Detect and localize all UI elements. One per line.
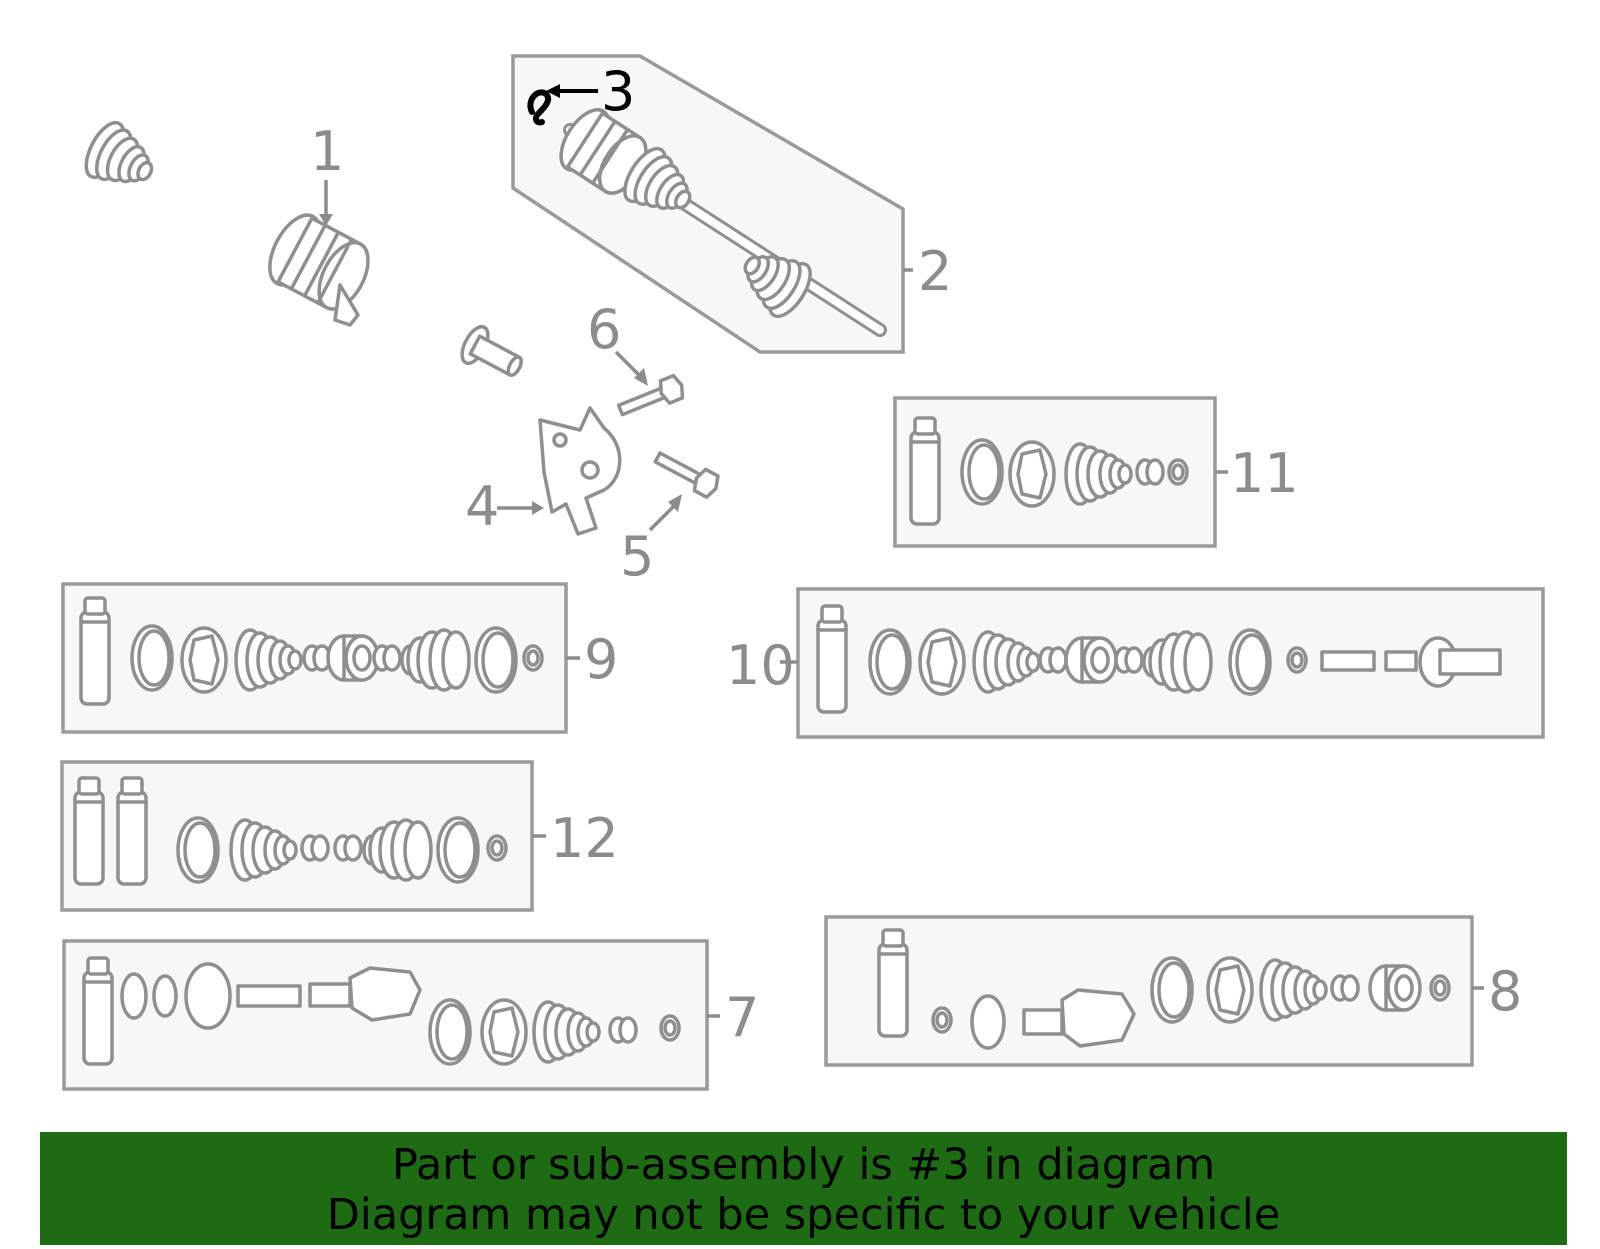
callout-4: 4	[465, 475, 499, 538]
callout-2: 2	[918, 240, 952, 303]
bolt-part-5[interactable]	[652, 447, 722, 499]
callout-12: 12	[550, 807, 619, 870]
bracket-part-4[interactable]	[538, 406, 622, 536]
callout-11: 11	[1230, 442, 1299, 505]
axle-assembly-1[interactable]	[76, 115, 529, 386]
banner-disclaimer-text: Diagram may not be specific to your vehi…	[326, 1190, 1281, 1240]
kit-box-12[interactable]	[60, 760, 534, 912]
callout-10: 10	[726, 634, 795, 697]
kit-box-8[interactable]	[824, 915, 1474, 1067]
callout-8: 8	[1488, 960, 1522, 1023]
kit-box-7[interactable]	[62, 939, 709, 1091]
callout-1: 1	[310, 120, 344, 183]
part-info-banner: Part or sub-assembly is #3 in diagram Di…	[40, 1132, 1567, 1245]
callout-3: 3	[601, 60, 635, 123]
callout-7: 7	[725, 986, 759, 1049]
bolt-part-6[interactable]	[616, 373, 686, 421]
banner-part-text: Part or sub-assembly is #3 in diagram	[391, 1140, 1216, 1190]
callout-5: 5	[620, 525, 654, 588]
axle-box-2[interactable]	[511, 54, 905, 354]
kit-box-10[interactable]	[796, 587, 1545, 739]
kit-box-9[interactable]	[61, 582, 568, 734]
clip-part-3[interactable]	[527, 89, 552, 126]
leader-lines	[319, 84, 1484, 1018]
callout-6: 6	[587, 298, 621, 361]
kit-box-11[interactable]	[893, 396, 1217, 548]
callout-9: 9	[584, 628, 618, 691]
